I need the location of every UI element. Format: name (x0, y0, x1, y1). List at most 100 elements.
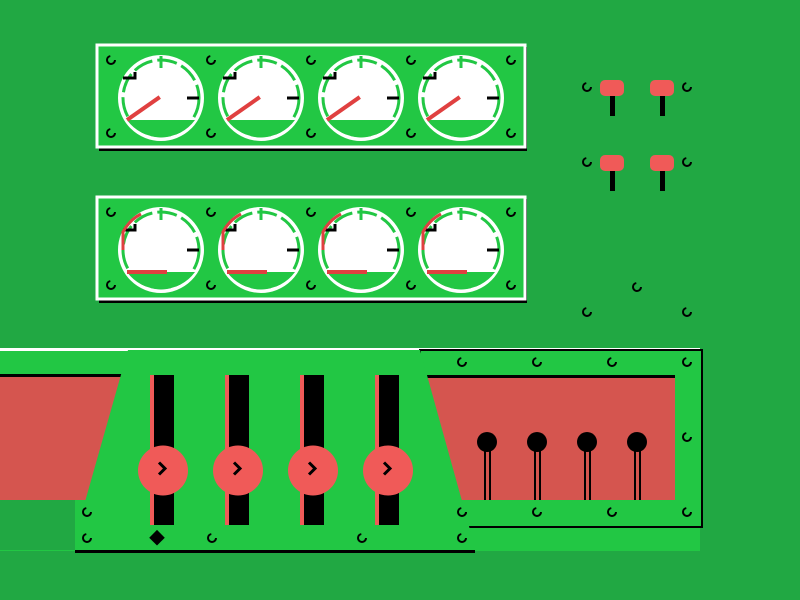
screw-icon (582, 307, 592, 317)
screw-ring (82, 533, 92, 543)
screw-icon (532, 507, 542, 517)
toggle-switch[interactable] (600, 80, 624, 116)
gauge-mark (223, 224, 237, 232)
screw-ring (306, 207, 316, 217)
toggle-knob[interactable] (650, 155, 674, 171)
screw-icon (406, 128, 416, 138)
screw-ring (206, 207, 216, 217)
screw-icon (406, 280, 416, 290)
screw-ring (206, 128, 216, 138)
gauge (318, 207, 404, 293)
toggle-switch[interactable] (600, 155, 624, 191)
screw-icon (682, 157, 692, 167)
screw-ring (106, 207, 116, 217)
screw-icon (206, 280, 216, 290)
screw-ring (632, 282, 642, 292)
gauge-redline (221, 212, 242, 250)
gauge-redline (421, 212, 442, 250)
probe-leg-gap (586, 450, 589, 500)
screw-ring (106, 280, 116, 290)
gauge-mark (223, 72, 237, 80)
screw-ring (506, 128, 516, 138)
screw-icon (457, 533, 467, 543)
screw-ring (206, 280, 216, 290)
gauge-needle (225, 95, 261, 122)
housing-edge (75, 550, 475, 553)
screw-icon (682, 432, 692, 442)
gauge-redline (321, 212, 342, 250)
toggle-switch[interactable] (650, 80, 674, 116)
slider[interactable] (363, 375, 413, 525)
toggle-knob[interactable] (600, 155, 624, 171)
gauge (218, 55, 304, 141)
screw-icon (457, 507, 467, 517)
slider[interactable] (213, 375, 263, 525)
probe-head (577, 432, 597, 452)
probe-head (627, 432, 647, 452)
screw-ring (306, 55, 316, 65)
screw-ring (106, 128, 116, 138)
screw-icon (206, 55, 216, 65)
probe (477, 432, 497, 500)
background-gap (0, 500, 75, 550)
gauge-needle (425, 95, 461, 122)
screw-icon (457, 357, 467, 367)
toggle-stem (610, 163, 615, 191)
screw-ring (457, 357, 467, 367)
probe (577, 432, 597, 500)
screw-icon (106, 280, 116, 290)
screw-ring (406, 128, 416, 138)
screw-icon (206, 128, 216, 138)
screw-icon (532, 357, 542, 367)
gauge-mark (423, 72, 437, 80)
screw-icon (607, 507, 617, 517)
screw-ring (532, 507, 542, 517)
screw-icon (357, 533, 367, 543)
toggle-stem (610, 88, 615, 116)
screw-icon (506, 128, 516, 138)
screw-ring (506, 280, 516, 290)
toggle-knob[interactable] (650, 80, 674, 96)
screw-ring (682, 82, 692, 92)
gauge-needle (325, 95, 361, 122)
probe-leg-gap (536, 450, 539, 500)
screw-icon (682, 507, 692, 517)
screw-ring (682, 432, 692, 442)
gauge (418, 55, 504, 141)
screw-ring (607, 507, 617, 517)
screw-ring (607, 357, 617, 367)
screw-ring (457, 507, 467, 517)
screw-ring (406, 55, 416, 65)
screw-ring (532, 357, 542, 367)
screw-icon (582, 82, 592, 92)
screw-ring (206, 55, 216, 65)
screw-icon (582, 157, 592, 167)
screw-icon (306, 55, 316, 65)
screw-ring (582, 157, 592, 167)
screw-ring (457, 533, 467, 543)
bay-edge (425, 375, 675, 378)
slider[interactable] (288, 375, 338, 525)
bay-edge (0, 374, 125, 377)
screw-ring (582, 307, 592, 317)
screw-icon (306, 207, 316, 217)
screw-ring (506, 207, 516, 217)
screw-ring (406, 207, 416, 217)
gauge (418, 207, 504, 293)
screw-icon (682, 307, 692, 317)
probe-leg-gap (636, 450, 639, 500)
screw-icon (632, 282, 642, 292)
screw-ring (406, 280, 416, 290)
gauge-mark (123, 224, 137, 232)
divider-line (0, 348, 700, 351)
slider[interactable] (138, 375, 188, 525)
screw-ring (82, 507, 92, 517)
screw-icon (406, 207, 416, 217)
screw-ring (682, 507, 692, 517)
screw-ring (306, 280, 316, 290)
toggle-switch[interactable] (650, 155, 674, 191)
toggle-knob[interactable] (600, 80, 624, 96)
screw-icon (506, 280, 516, 290)
gauge-mark (323, 224, 337, 232)
